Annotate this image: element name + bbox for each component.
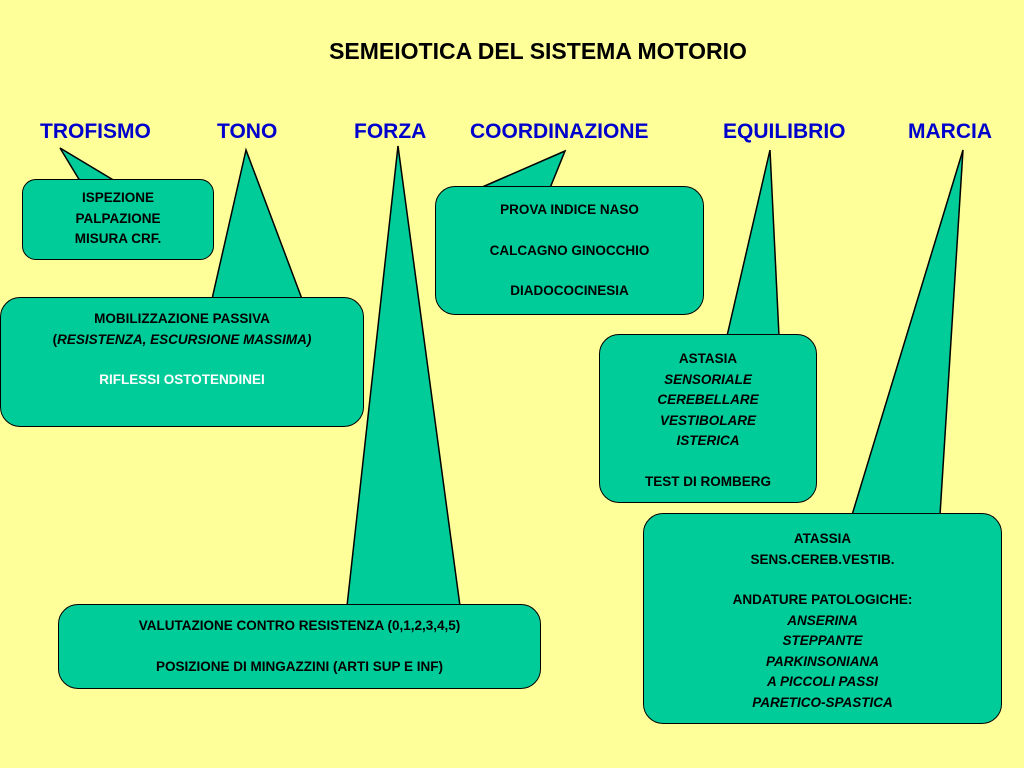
tono-resistenza: RESISTENZA, ESCURSIONE MASSIMA)	[57, 331, 312, 347]
category-equilibrio: EQUILIBRIO	[723, 120, 846, 143]
forza-valutazione: VALUTAZIONE CONTRO RESISTENZA (0,1,2,3,4…	[138, 618, 461, 633]
trofismo-box: ISPEZIONE PALPAZIONE MISURA CRF.	[22, 179, 214, 260]
equilibrio-romberg: TEST DI ROMBERG	[644, 473, 771, 489]
equilibrio-vestibolare: VESTIBOLARE	[659, 412, 756, 428]
category-forza: FORZA	[354, 120, 427, 143]
category-marcia: MARCIA	[908, 120, 992, 143]
pointer-marcia	[850, 149, 964, 516]
marcia-sens-cereb-vestib: SENS.CEREB.VESTIB.	[750, 551, 895, 567]
category-tono: TONO	[217, 120, 278, 143]
pointer-equilibrio	[726, 149, 780, 337]
marcia-parkinsoniana: PARKINSONIANA	[765, 653, 879, 669]
tono-box: MOBILIZZAZIONE PASSIVA (RESISTENZA, ESCU…	[0, 297, 364, 427]
coordinazione-diadococinesia: DIADOCOCINESIA	[510, 283, 629, 298]
coordinazione-indice-naso: PROVA INDICE NASO	[500, 202, 639, 217]
coordinazione-box: PROVA INDICE NASO CALCAGNO GINOCCHIO DIA…	[435, 186, 704, 315]
equilibrio-box: ASTASIA SENSORIALE CEREBELLARE VESTIBOLA…	[599, 334, 817, 503]
marcia-andature-patologiche: ANDATURE PATOLOGICHE:	[732, 592, 913, 607]
marcia-box: ATASSIA SENS.CEREB.VESTIB. ANDATURE PATO…	[643, 513, 1002, 724]
page-title: SEMEIOTICA DEL SISTEMA MOTORIO	[329, 38, 747, 64]
forza-mingazzini: POSIZIONE DI MINGAZZINI (ARTI SUP E INF)	[155, 658, 443, 674]
category-trofismo: TROFISMO	[40, 120, 151, 143]
pointer-trofismo	[59, 147, 118, 182]
tono-riflessi: RIFLESSI OSTOTENDINEI	[99, 372, 265, 387]
trofismo-ispezione: ISPEZIONE	[81, 190, 154, 205]
pointer-tono	[211, 147, 304, 300]
marcia-steppante: STEPPANTE	[782, 633, 863, 648]
marcia-paretico-spastica: PARETICO-SPASTICA	[752, 694, 893, 710]
trofismo-misura: MISURA CRF.	[74, 231, 162, 246]
marcia-piccoli-passi: A PICCOLI PASSI	[766, 674, 878, 689]
equilibrio-cerebellare: CEREBELLARE	[657, 392, 759, 407]
tono-mobilizzazione: MOBILIZZAZIONE PASSIVA	[94, 311, 270, 326]
pointer-coordinazione	[479, 149, 567, 189]
equilibrio-astasia: ASTASIA	[678, 351, 738, 366]
marcia-anserina: ANSERINA	[787, 612, 858, 628]
tono-resistenza-line: (RESISTENZA, ESCURSIONE MASSIMA)	[1, 330, 363, 351]
trofismo-palpazione: PALPAZIONE	[75, 210, 161, 226]
coordinazione-calcagno: CALCAGNO GINOCCHIO	[489, 242, 650, 258]
equilibrio-isterica: ISTERICA	[676, 433, 740, 448]
category-coordinazione: COORDINAZIONE	[470, 120, 649, 143]
equilibrio-sensoriale: SENSORIALE	[664, 371, 752, 387]
forza-box: VALUTAZIONE CONTRO RESISTENZA (0,1,2,3,4…	[58, 604, 541, 689]
marcia-atassia: ATASSIA	[793, 531, 852, 546]
tono-paren: (	[52, 331, 58, 347]
